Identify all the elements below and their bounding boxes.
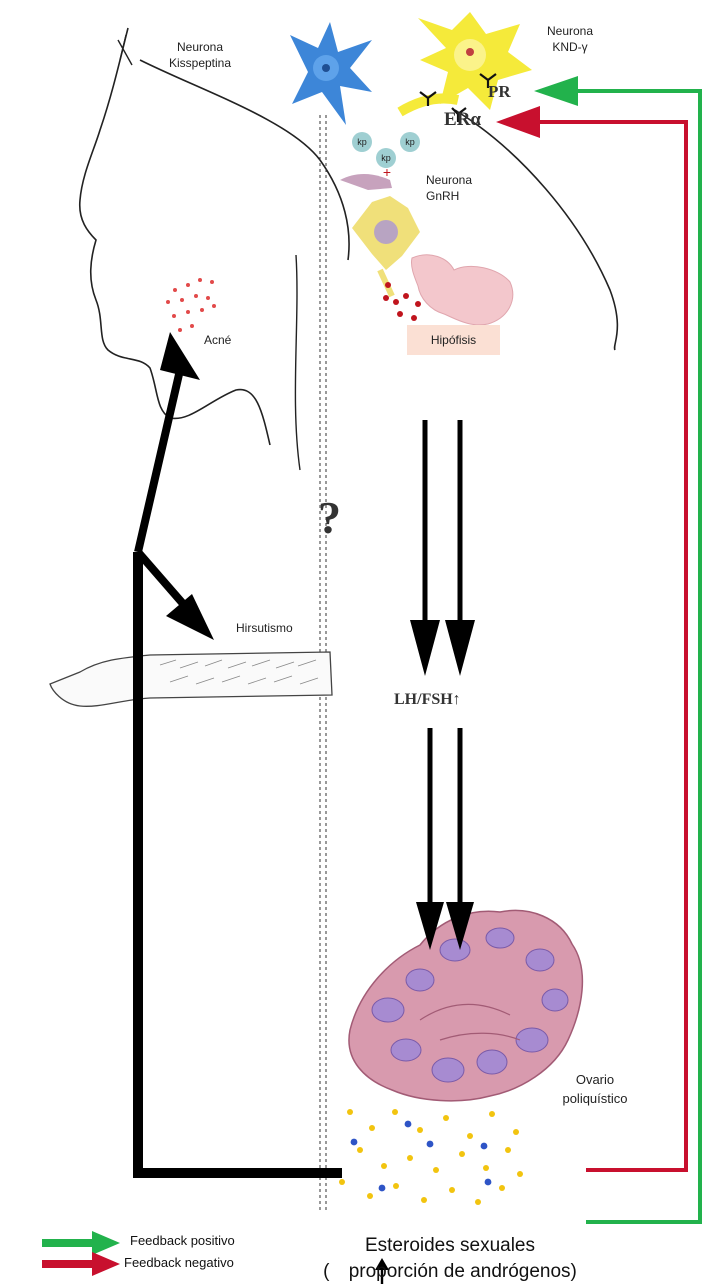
legend-positive-text: Feedback positivo (130, 1233, 235, 1248)
legend-negative-arrow (42, 1252, 120, 1276)
lh-fsh-arrows-top (410, 420, 475, 676)
knd-neuron-cell (400, 12, 532, 112)
steroids-caption: Esteroides sexuales (290, 1233, 610, 1259)
kisspeptin-neuron-cell (290, 22, 372, 125)
kisspeptin-neuron-label: Neurona Kisspeptina (150, 39, 250, 71)
er-alpha-label: ERα (444, 112, 481, 128)
gnrh-neuron-label: Neurona GnRH (426, 172, 472, 204)
ovary-illustration (349, 910, 582, 1100)
ovary-label: Ovario poliquístico (550, 1070, 640, 1108)
legend-negative-text: Feedback negativo (124, 1255, 234, 1270)
lh-fsh-label: LH/FSH↑ (394, 692, 461, 708)
kp-label-3: kp (400, 134, 420, 150)
legend-negative: Feedback negativo (116, 1255, 234, 1270)
pr-label: PR (488, 84, 511, 100)
gnrh-neuron-cell (340, 174, 420, 296)
lh-fsh-arrows-bottom (416, 728, 474, 950)
steroid-dots (339, 1109, 523, 1205)
androgen-ratio-caption: ( proporción de andrógenos) (290, 1259, 610, 1285)
acne-label: Acné (204, 332, 231, 348)
unknown-mark: ? (318, 492, 341, 544)
neck-line (295, 255, 300, 470)
kp-label-1: kp (352, 134, 372, 150)
legend-positive: Feedback positivo (122, 1233, 235, 1248)
acne-dots (166, 278, 216, 332)
knd-neuron-label: Neurona KND-γ (525, 23, 615, 55)
legend-positive-arrow (42, 1231, 120, 1255)
caption-rest: proporción de andrógenos) (343, 1261, 576, 1282)
caption-open-paren: ( (323, 1261, 329, 1282)
arm-illustration (50, 652, 332, 706)
pituitary-label: Hipófisis (407, 325, 500, 355)
pituitary-gland (411, 255, 512, 325)
stimulation-plus: + (380, 164, 394, 180)
androgen-effect-arrows (138, 332, 342, 1173)
hirsutism-label: Hirsutismo (236, 620, 293, 636)
